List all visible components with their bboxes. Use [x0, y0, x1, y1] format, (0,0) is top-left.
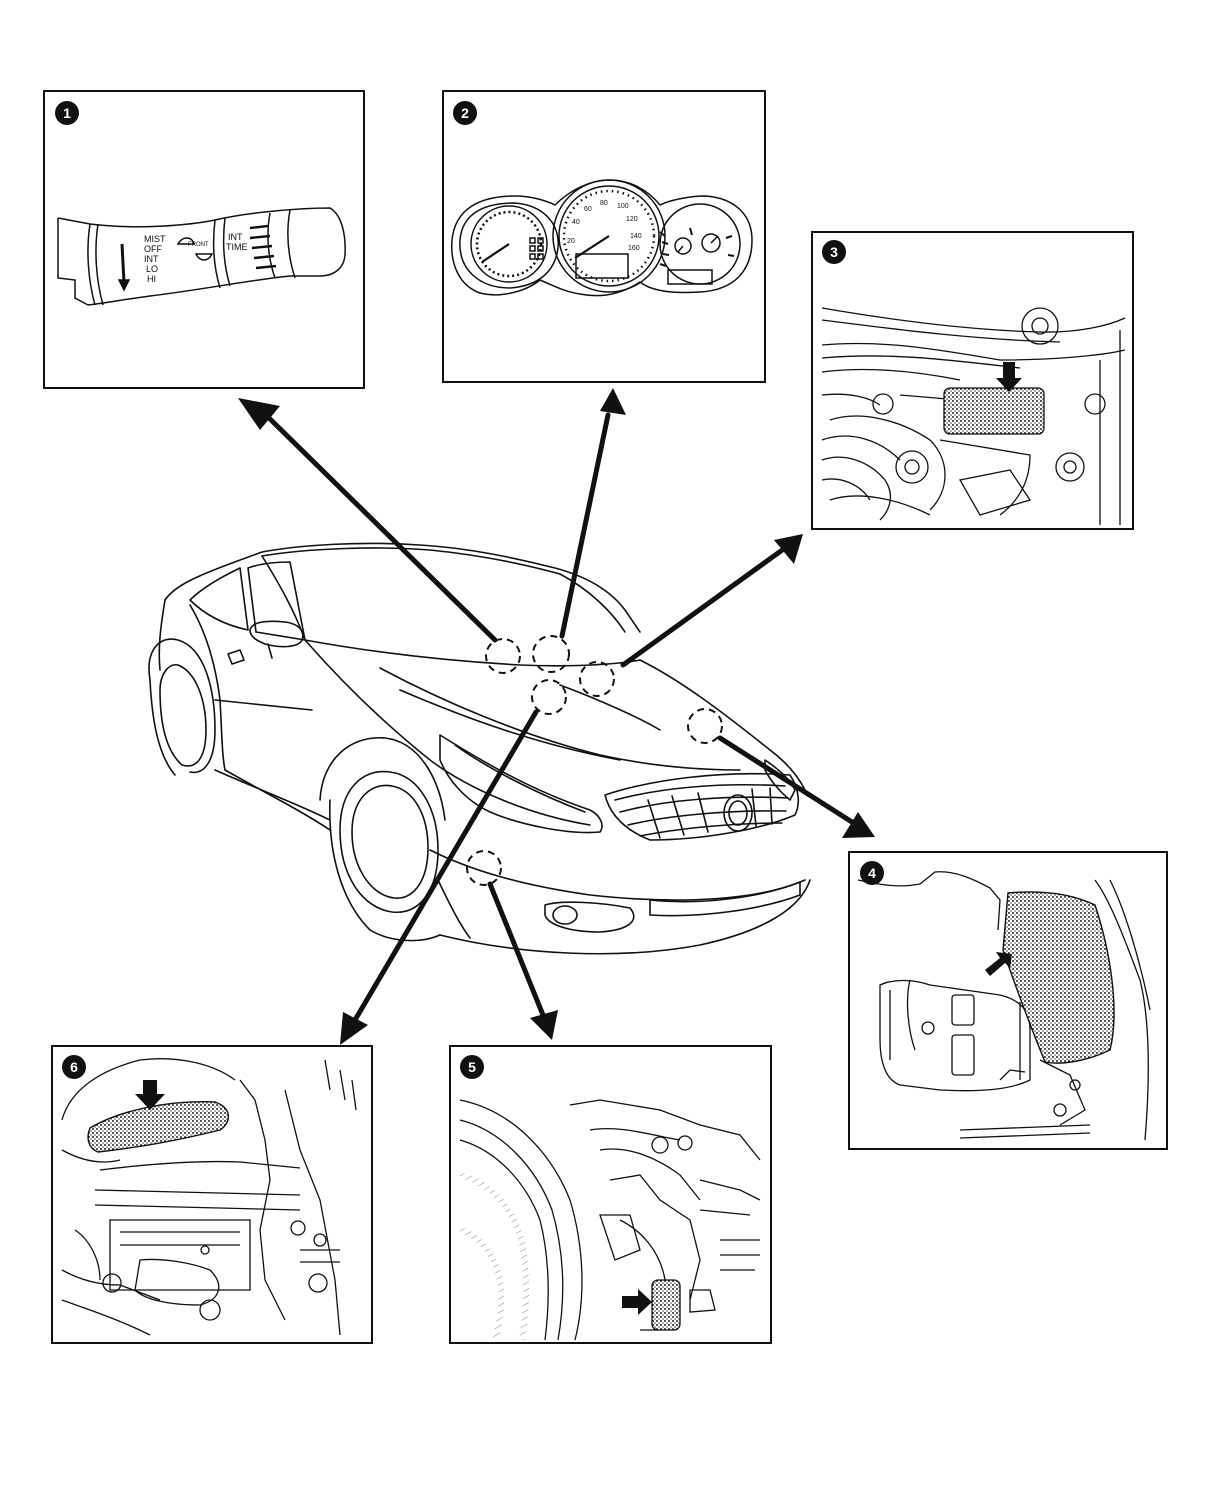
- marker-6: [531, 679, 567, 715]
- panel-4: 4: [848, 851, 1168, 1150]
- module-shaded-6: [87, 1101, 230, 1153]
- badge-1: [55, 101, 79, 125]
- tick-160: 160: [628, 245, 640, 252]
- label-off: OFF: [144, 244, 162, 254]
- wiper-motor-illustration: [821, 307, 1126, 525]
- marker-1: [485, 638, 521, 674]
- module-shaded: [1002, 891, 1115, 1064]
- panel-3: 3: [811, 231, 1134, 530]
- wheel-well-illustration: [458, 1099, 761, 1341]
- label-int-time-1: INT: [228, 232, 243, 242]
- label-int: INT: [144, 254, 159, 264]
- pointer-arrow-4: [985, 952, 1012, 976]
- pointer-arrow-5: [622, 1289, 652, 1315]
- badge-2: [453, 101, 477, 125]
- label-front: FRONT: [188, 242, 209, 248]
- pointer-arrow-6: [135, 1080, 165, 1110]
- badge-3-number: 3: [830, 244, 838, 260]
- marker-3: [579, 661, 615, 697]
- badge-6-number: 6: [70, 1059, 78, 1075]
- tick-100: 100: [617, 203, 629, 210]
- pointer-arrow-3: [996, 362, 1022, 392]
- badge-5: [460, 1055, 484, 1079]
- badge-4-number: 4: [868, 865, 876, 881]
- wiper-motor-shaded: [943, 387, 1045, 435]
- tick-40: 40: [572, 219, 580, 226]
- label-hi: HI: [147, 274, 156, 284]
- sensor-shaded: [651, 1279, 681, 1331]
- label-lo: LO: [146, 264, 158, 274]
- panel-1: MIST OFF INT LO HI FRONT INT TIME 1: [43, 90, 365, 389]
- label-mist: MIST: [144, 234, 166, 244]
- badge-5-number: 5: [468, 1059, 476, 1075]
- arrow-to-panel-2: [559, 388, 626, 639]
- instrument-cluster-illustration: [451, 179, 753, 297]
- badge-1-number: 1: [63, 105, 71, 121]
- marker-5: [466, 850, 502, 886]
- badge-4: [860, 861, 884, 885]
- marker-4: [687, 708, 723, 744]
- gauge-ticks: 20 40 60 80 100 120 140 160: [567, 200, 642, 252]
- label-int-time-2: TIME: [226, 242, 248, 252]
- arrow-to-panel-1: [238, 398, 498, 643]
- engine-bay-illustration: [857, 871, 1151, 1141]
- wiper-switch-illustration: [57, 207, 346, 306]
- steering-column-illustration: [61, 1058, 357, 1336]
- marker-2: [532, 635, 570, 673]
- badge-2-number: 2: [461, 105, 469, 121]
- panel-2: 20 40 60 80 100 120 140 160 2: [442, 90, 766, 383]
- arrow-to-panel-4: [717, 735, 875, 838]
- tick-140: 140: [630, 233, 642, 240]
- arrow-to-panel-6: [340, 709, 539, 1045]
- arrow-to-panel-5: [487, 881, 558, 1040]
- badge-3: [822, 240, 846, 264]
- tick-20: 20: [567, 238, 575, 245]
- panel-6: 6: [51, 1045, 373, 1344]
- location-markers: [466, 635, 723, 886]
- car-illustration: [148, 542, 811, 955]
- leader-arrows: [238, 388, 875, 1045]
- panel-5: 5: [449, 1045, 772, 1344]
- tick-60: 60: [584, 206, 592, 213]
- tick-120: 120: [626, 216, 638, 223]
- tick-80: 80: [600, 200, 608, 207]
- switch-labels: MIST OFF INT LO HI FRONT INT TIME: [144, 232, 248, 284]
- arrow-to-panel-3: [620, 534, 803, 668]
- badge-6: [62, 1055, 86, 1079]
